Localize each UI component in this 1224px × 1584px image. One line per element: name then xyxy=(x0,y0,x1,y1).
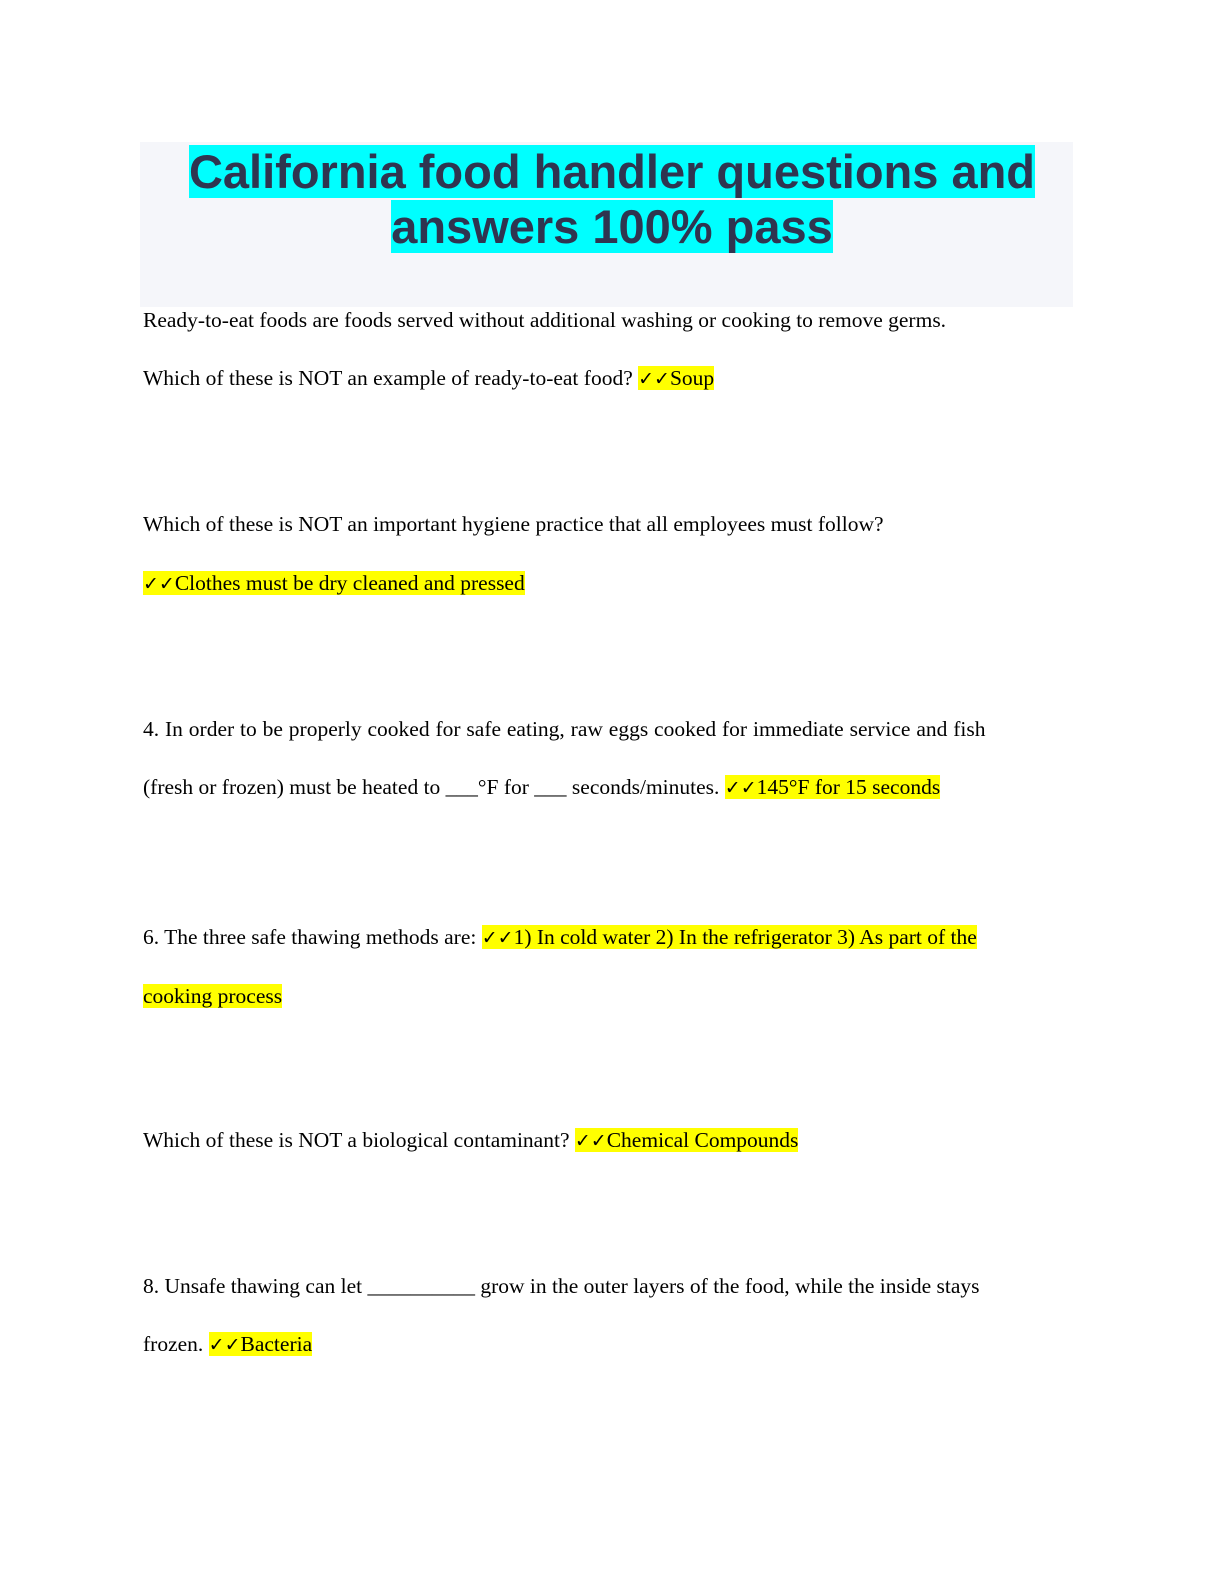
answer-1: ✓✓Soup xyxy=(638,366,715,390)
document-title-line-2: answers 100% pass xyxy=(391,200,833,253)
answer-4: ✓✓145°F for 15 seconds xyxy=(724,775,941,799)
check-icon: ✓✓ xyxy=(481,927,514,949)
question-1: Which of these is NOT an example of read… xyxy=(143,366,715,390)
answer-8: ✓✓Bacteria xyxy=(208,1332,313,1356)
check-icon: ✓✓ xyxy=(724,777,757,799)
question-8-line-1: 8. Unsafe thawing can let __________ gro… xyxy=(143,1274,980,1298)
document-title-line-1: California food handler questions and xyxy=(188,145,1036,198)
question-7: Which of these is NOT a biological conta… xyxy=(143,1128,799,1152)
check-icon: ✓✓ xyxy=(638,368,670,390)
question-8-line-2: frozen. ✓✓Bacteria xyxy=(143,1332,313,1356)
question-4-line-2: (fresh or frozen) must be heated to ___°… xyxy=(143,775,941,799)
answer-2: ✓✓Clothes must be dry cleaned and presse… xyxy=(143,571,525,595)
question-2: Which of these is NOT an important hygie… xyxy=(143,512,884,536)
answer-6-line-1: ✓✓1) In cold water 2) In the refrigerato… xyxy=(481,925,977,949)
answer-7: ✓✓Chemical Compounds xyxy=(574,1128,799,1152)
check-icon: ✓✓ xyxy=(208,1334,241,1356)
check-icon: ✓✓ xyxy=(143,573,175,595)
check-icon: ✓✓ xyxy=(574,1130,607,1152)
question-4-line-1: 4. In order to be properly cooked for sa… xyxy=(143,717,986,741)
intro-text: Ready-to-eat foods are foods served with… xyxy=(143,308,947,332)
question-6: 6. The three safe thawing methods are: ✓… xyxy=(143,925,977,949)
answer-6-line-2: cooking process xyxy=(143,984,283,1008)
